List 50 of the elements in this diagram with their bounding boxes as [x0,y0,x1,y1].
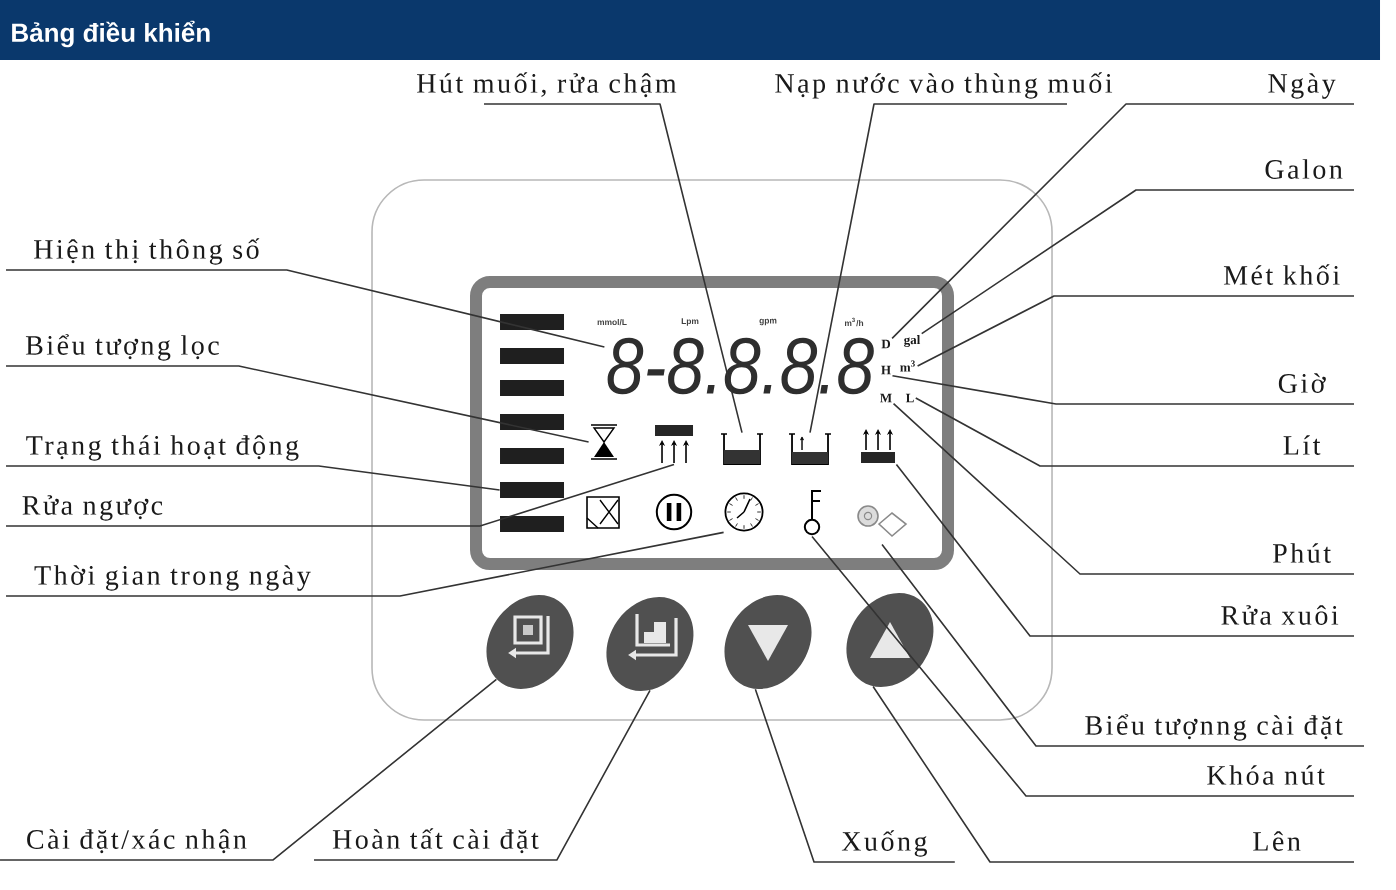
leader-line [5,463,675,527]
callout-label: Hoàn tất cài đặt [332,828,539,854]
leader-line [809,103,1068,434]
leader-line [891,374,1355,405]
leader-line [891,103,1355,340]
key-icon [803,490,822,536]
bucket-icon [720,433,764,465]
callout-label: Lên [1253,831,1301,851]
clock-icon [724,492,764,532]
leader-line [872,685,1355,863]
callout-label: Xuống [841,830,927,857]
leader-line [881,543,1365,747]
leader-line [5,465,501,491]
callout-label: Trạng thái hoạt động [26,435,299,461]
arrows-icon [655,425,693,464]
button [486,595,574,689]
callout-label: Thời gian trong ngày [34,565,311,591]
callout-label: Ngày [1268,73,1336,99]
callout-label: Rửa xuôi [1221,605,1339,625]
callout-label: Cài đặt/xác nhận [27,829,247,854]
leader-line [895,463,1355,637]
leader-line [920,189,1355,335]
callout-label: Phút [1273,543,1331,563]
leader-line [5,365,590,443]
arrows-icon [861,429,895,463]
leader-line [0,678,498,861]
leader-line [754,688,956,863]
leader-line [313,689,651,861]
callout-label: Hút muối, rửa chậm [417,72,677,98]
callout-label: Lít [1283,435,1321,455]
callout-label: Khóa nút [1207,765,1325,785]
leader-line [5,531,725,597]
segment-bar [500,482,564,498]
title-bar: Bảng điều khiển [0,0,1380,60]
leader-line [916,295,1355,367]
leader-line [914,397,1355,467]
leader-line [5,269,606,348]
callout-label: Biểu tượnng cài đặt [1085,714,1343,741]
bucket-icon [788,433,832,465]
callout-label: Rửa ngược [22,495,163,521]
hourglass-icon [590,424,618,460]
button [606,597,694,691]
callout-label: Biểu tượng lọc [25,334,219,361]
callout-label: Galon [1265,159,1343,179]
leader-line [892,402,1355,575]
callout-label: Nạp nước vào thùng muối [775,72,1113,99]
callout-label: Giờ [1278,373,1326,393]
leader-line [811,535,1355,797]
callout-label: Mét khối [1223,264,1340,285]
callout-label: Hiện thị thông số [34,238,260,265]
